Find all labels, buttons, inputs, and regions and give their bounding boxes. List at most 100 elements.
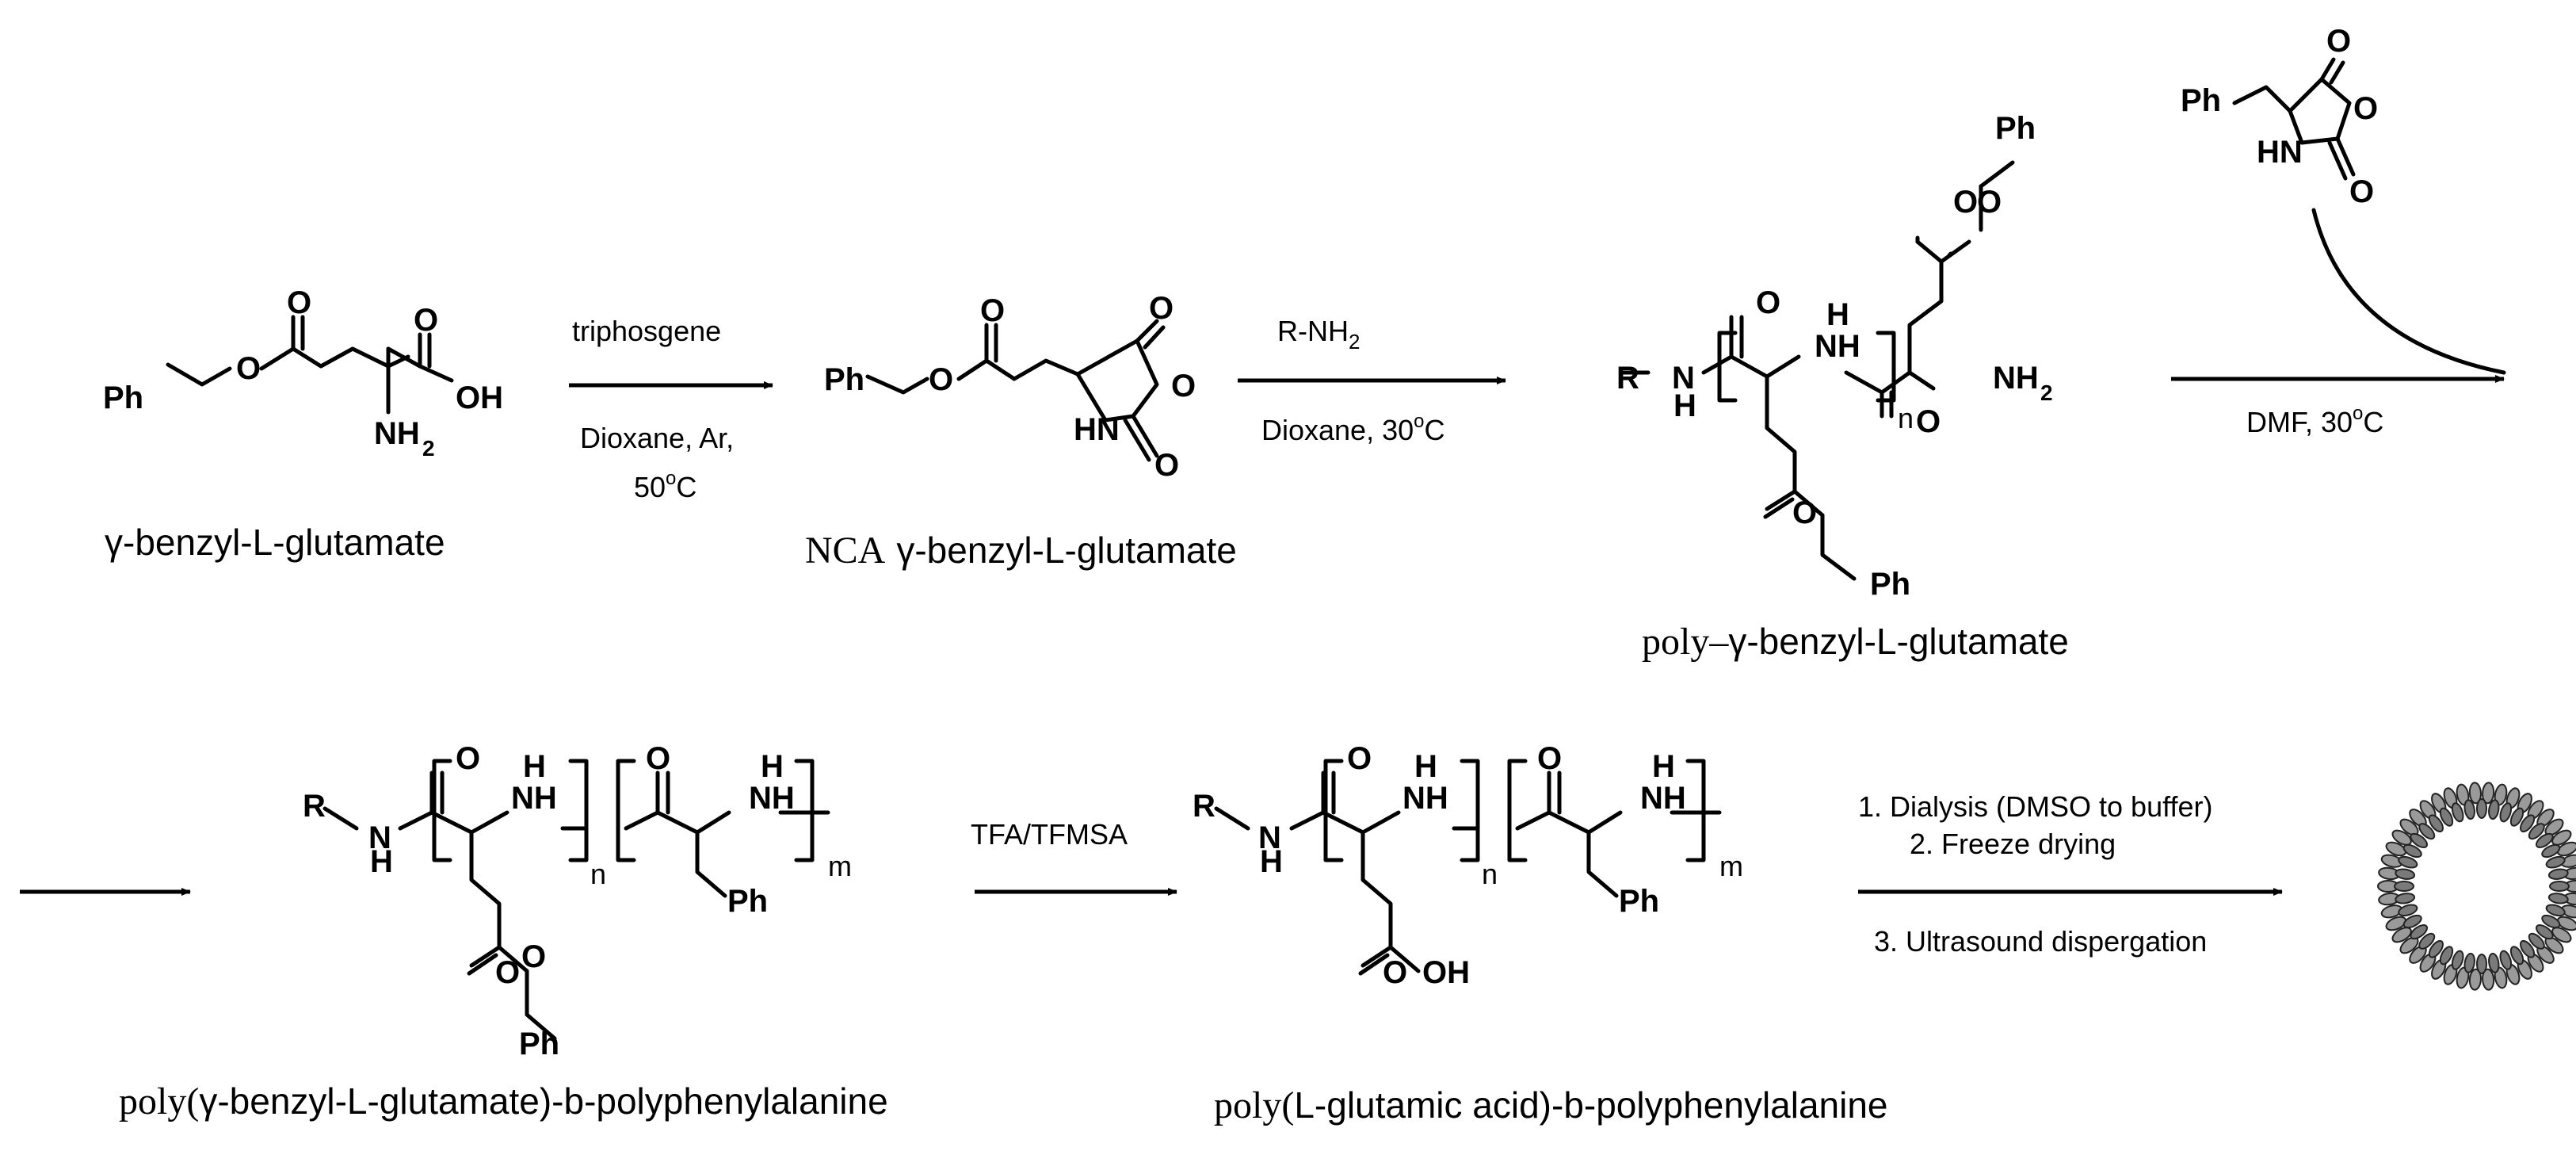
vesicle-lipid bbox=[2398, 904, 2418, 917]
vesicle-lipid bbox=[2541, 843, 2561, 858]
vesicle-lipid bbox=[2541, 914, 2561, 929]
oxygen-label: O bbox=[521, 939, 546, 974]
vesicle-lipid bbox=[2482, 968, 2495, 991]
arrow-step-2: R-NH2 Dioxane, 30oC bbox=[1238, 315, 1506, 446]
vesicle-illustration bbox=[2377, 782, 2576, 991]
vesicle-lipid bbox=[2395, 893, 2416, 904]
nh-label: NH bbox=[511, 781, 557, 816]
hydrogen-label: H bbox=[761, 749, 784, 784]
hydrogen-label: H bbox=[1652, 749, 1675, 784]
nitrogen-label: N bbox=[1258, 820, 1281, 855]
nh-label: HN bbox=[2257, 135, 2303, 170]
nh-label: NH bbox=[749, 781, 795, 816]
oxygen-label: O bbox=[1347, 741, 1372, 776]
vesicle-lipid bbox=[2463, 799, 2475, 820]
repeat-index-m: m bbox=[1719, 850, 1743, 882]
compound-phenylalanine-nca: Ph O O O HN bbox=[2181, 24, 2506, 375]
r-label: R bbox=[303, 789, 326, 824]
nitrogen-label: N bbox=[368, 820, 391, 855]
hydroxyl-label: OH bbox=[456, 380, 503, 415]
vesicle-lipid bbox=[2545, 855, 2566, 869]
oxygen-label: O bbox=[2353, 91, 2378, 126]
oxygen-label: O bbox=[1171, 369, 1196, 403]
vesicle-lipid bbox=[2556, 916, 2576, 931]
vesicle-lipid bbox=[2463, 952, 2475, 973]
vesicle-lipid bbox=[2551, 927, 2572, 943]
condition-dmf: DMF, 30oC bbox=[2246, 403, 2383, 438]
oxygen-label: O bbox=[1383, 955, 1407, 990]
vesicle-lipid bbox=[2398, 855, 2418, 869]
subscript-2: 2 bbox=[422, 436, 435, 461]
vesicle-lipid bbox=[2535, 832, 2554, 848]
vesicle-lipid bbox=[2499, 950, 2513, 970]
vesicle-lipid bbox=[2451, 950, 2464, 970]
ph-label: Ph bbox=[1995, 111, 2036, 146]
caption-pga-b-pphe: poly(L-glutamic acid)-b-polyphenylalanin… bbox=[1214, 1084, 1888, 1126]
oxygen-label: O bbox=[2349, 174, 2374, 209]
vesicle-lipid bbox=[2528, 932, 2545, 950]
hydrogen-label: H bbox=[1260, 844, 1283, 879]
repeat-index-n: n bbox=[590, 858, 606, 890]
nitrogen-label: N bbox=[1672, 361, 1695, 396]
vesicle-lipid bbox=[2428, 814, 2444, 833]
vesicle-lipid bbox=[2509, 807, 2524, 827]
hydrogen-label: H bbox=[1826, 297, 1849, 332]
vesicle-lipid bbox=[2402, 843, 2422, 858]
ph-label: Ph bbox=[103, 380, 143, 415]
hydrogen-label: H bbox=[1673, 388, 1696, 423]
arrow-step-3: DMF, 30oC bbox=[2171, 375, 2505, 438]
vesicle-lipid bbox=[2451, 802, 2464, 823]
arrow-step-5: 1. Dialysis (DMSO to buffer) 2. Freeze d… bbox=[1858, 790, 2283, 958]
ph-label: Ph bbox=[2181, 83, 2221, 118]
repeat-index-n: n bbox=[1898, 402, 1914, 434]
vesicle-lipid bbox=[2547, 868, 2569, 880]
compound-pga-b-pphe: R N H O H NH n O H NH m Ph O OH poly(L-g… bbox=[1193, 741, 1888, 1126]
oxygen-label: O bbox=[1537, 741, 1562, 776]
oxygen-label: O bbox=[1149, 291, 1174, 326]
oxygen-label: O bbox=[495, 955, 520, 990]
oxygen-label: O bbox=[646, 741, 670, 776]
ph-label: Ph bbox=[1870, 567, 1910, 602]
vesicle-lipid bbox=[2418, 823, 2436, 840]
oxygen-label: O bbox=[287, 285, 311, 320]
oxygen-label: O bbox=[929, 362, 953, 397]
repeat-index-m: m bbox=[828, 850, 852, 882]
vesicle-lipid bbox=[2391, 927, 2412, 943]
vesicle-lipid bbox=[2520, 814, 2536, 833]
hydroxyl-label: OH bbox=[1422, 955, 1470, 990]
oxygen-label: O bbox=[1977, 185, 2002, 220]
vesicle-lipid bbox=[2410, 924, 2429, 940]
caption-gamma-benzyl-l-glutamate: γ-benzyl-L-glutamate bbox=[105, 522, 445, 563]
arrow-step-4: TFA/TFMSA bbox=[971, 818, 1177, 896]
vesicle-lipid bbox=[2395, 868, 2416, 880]
hydrogen-label: H bbox=[1414, 749, 1437, 784]
compound-gamma-benzyl-l-glutamate: Ph O O O OH NH 2 γ-benzyl-L-glutamate bbox=[103, 285, 503, 563]
oxygen-label: O bbox=[980, 293, 1005, 328]
hydrogen-label: H bbox=[523, 749, 546, 784]
vesicle-lipid bbox=[2528, 823, 2545, 840]
oxygen-label: O bbox=[1792, 495, 1817, 530]
vesicle-lipid bbox=[2439, 807, 2454, 827]
vesicle-lipid bbox=[2468, 968, 2482, 991]
oxygen-label: O bbox=[2326, 24, 2351, 59]
caption-poly-gamma-benzyl: poly–γ-benzyl-L-glutamate bbox=[1642, 621, 2069, 663]
condition-temperature: 50oC bbox=[634, 468, 696, 503]
vesicle-lipid bbox=[2439, 946, 2454, 966]
amine-label: NH bbox=[1993, 361, 2039, 396]
vesicle-lipid bbox=[2418, 932, 2436, 950]
reagent-tfa-tfmsa: TFA/TFMSA bbox=[971, 818, 1128, 851]
vesicle-lipid bbox=[2549, 881, 2570, 892]
subscript-2: 2 bbox=[2040, 380, 2053, 405]
nh-label: NH bbox=[1640, 781, 1686, 816]
vesicle-lipid bbox=[2499, 802, 2513, 823]
vesicle-lipid bbox=[2410, 832, 2429, 848]
compound-pblg-b-pphe: R N H O H NH n O H NH m Ph O O Ph poly(γ… bbox=[119, 741, 888, 1122]
condition-solvent: Dioxane, Ar, bbox=[580, 422, 734, 454]
repeat-index-n: n bbox=[1482, 858, 1498, 890]
oxygen-label: O bbox=[1916, 404, 1941, 439]
oxygen-label: O bbox=[414, 303, 438, 338]
vesicle-lipid bbox=[2545, 904, 2566, 917]
ph-label: Ph bbox=[727, 884, 768, 919]
